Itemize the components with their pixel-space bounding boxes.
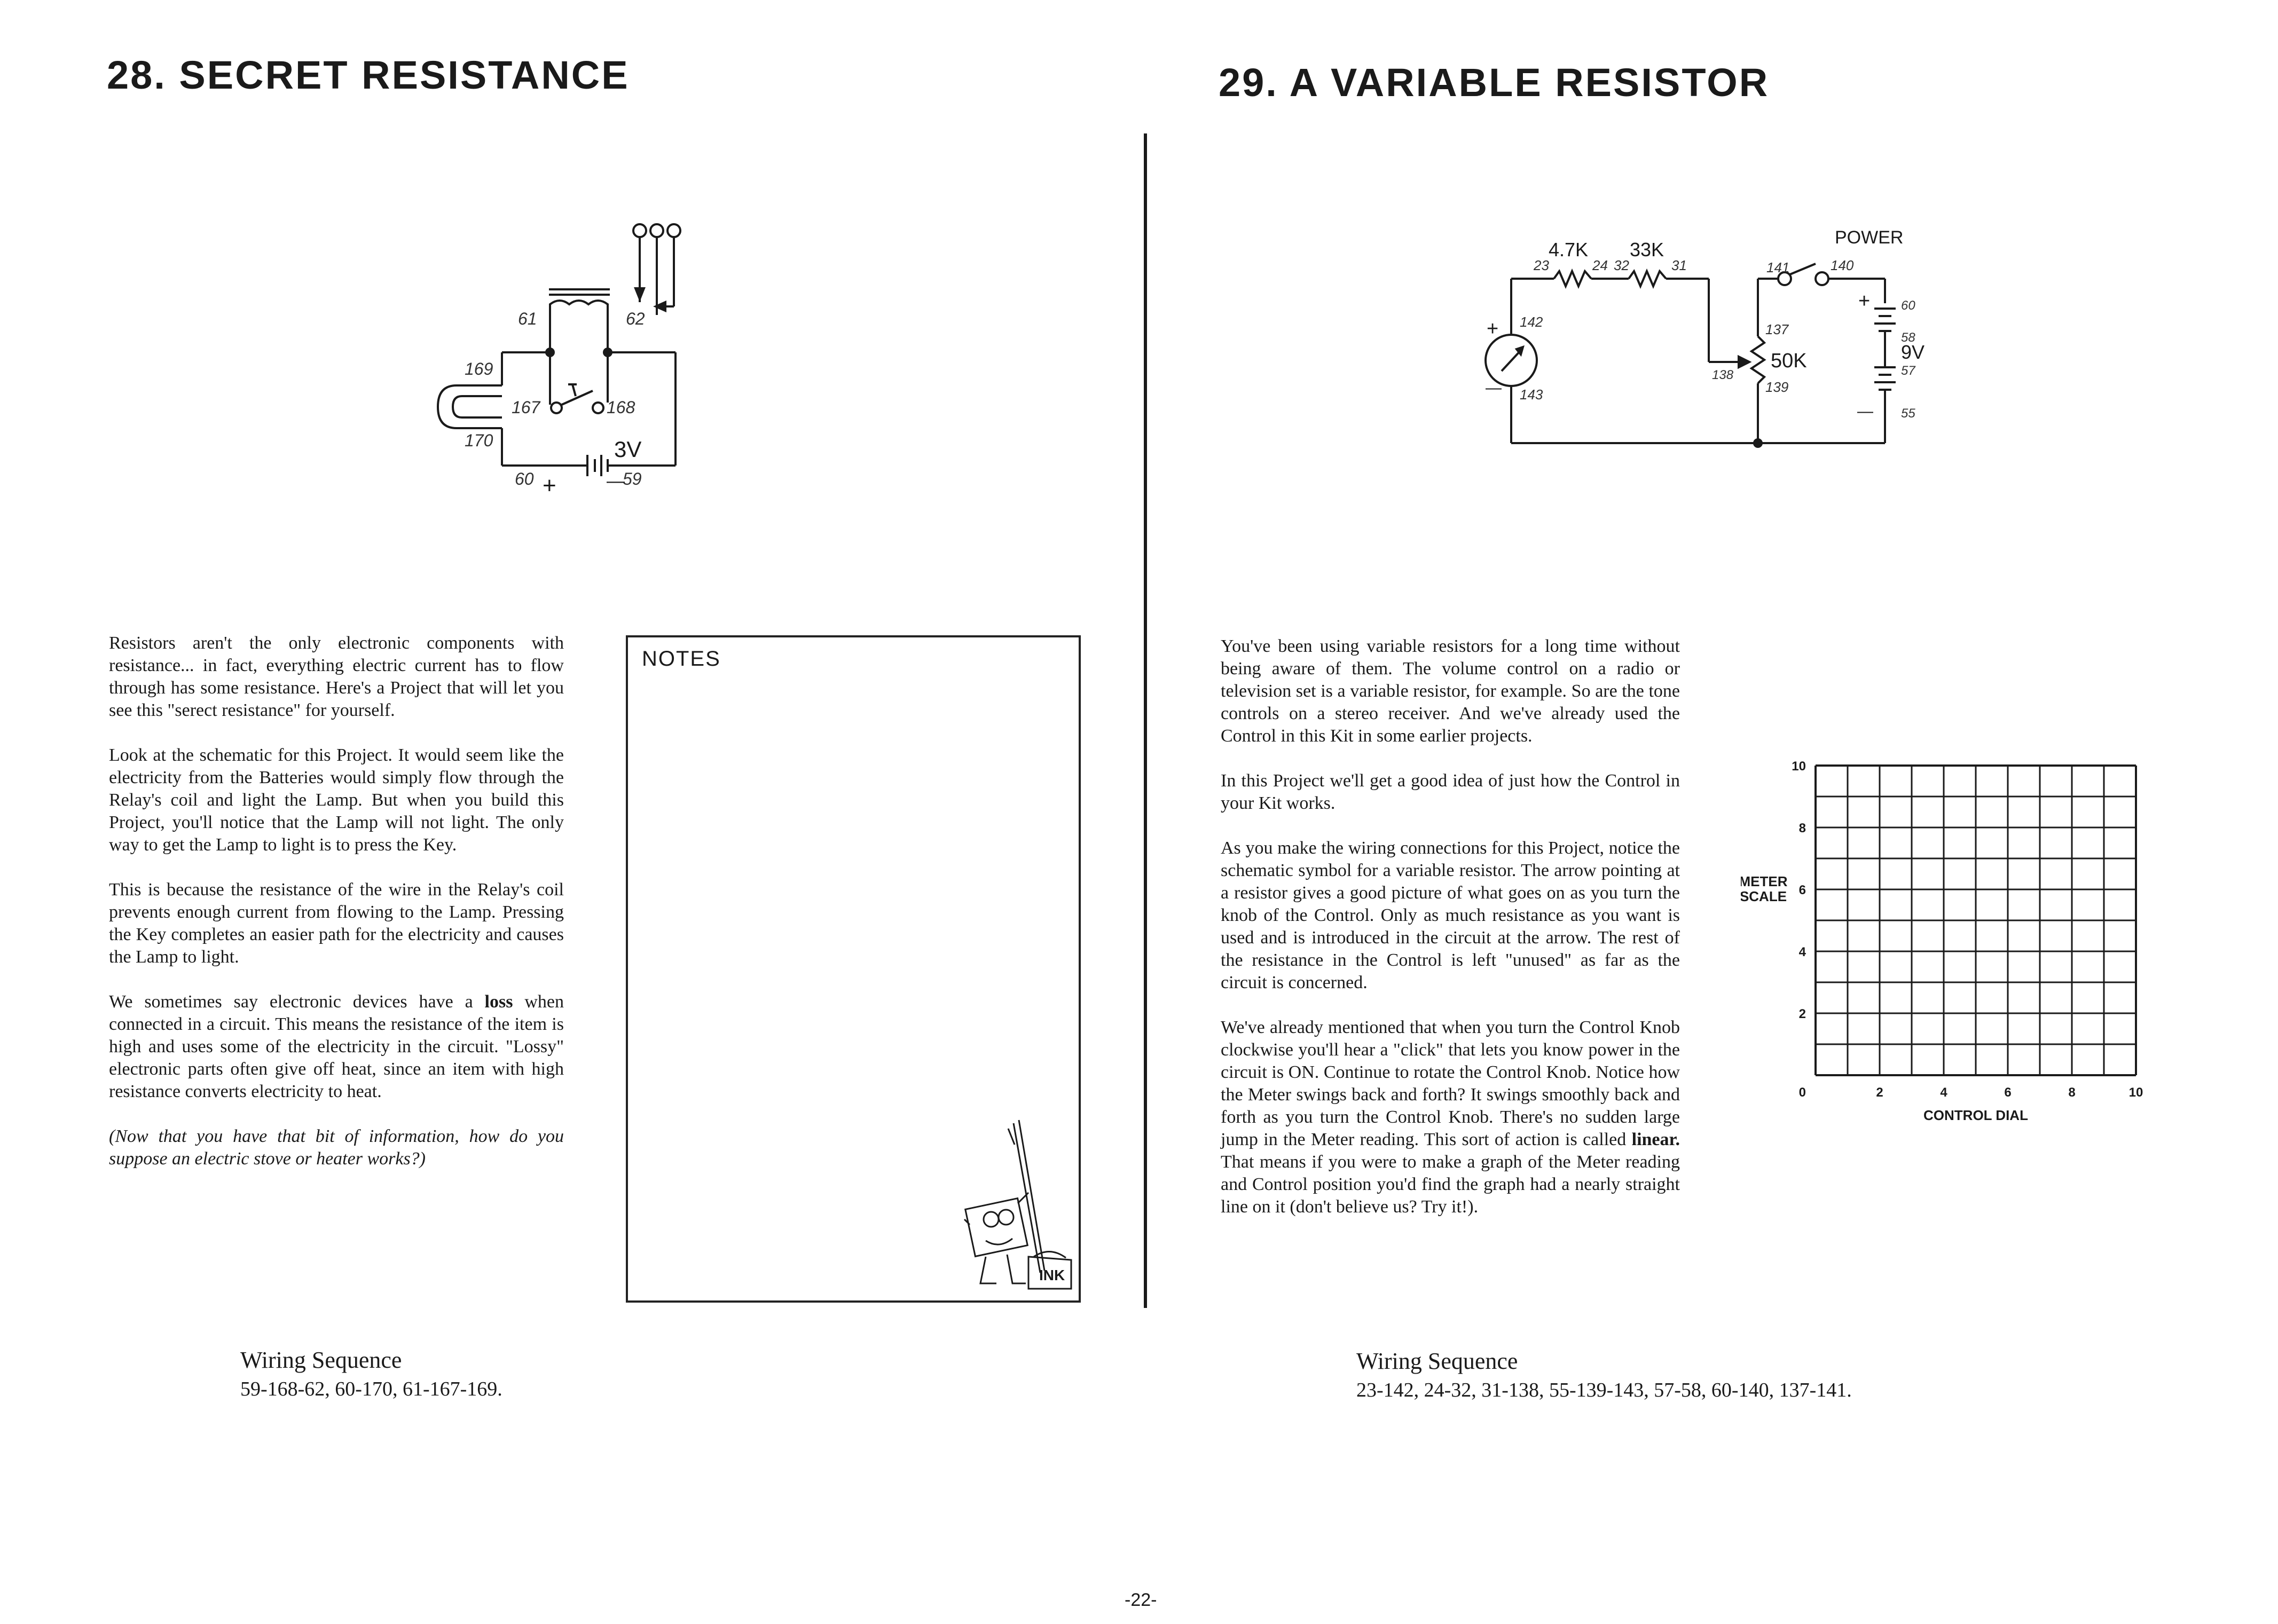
label-3v: 3V bbox=[614, 437, 641, 462]
label-23: 23 bbox=[1533, 257, 1549, 273]
pen-ink-mascot-icon: INK bbox=[963, 1120, 1072, 1290]
battery-icon bbox=[586, 455, 609, 476]
label-60: 60 bbox=[1901, 298, 1915, 313]
label-50k: 50K bbox=[1771, 350, 1807, 372]
graph-xlabel: CONTROL DIAL bbox=[1923, 1107, 2028, 1123]
right-page-title: 29. A VARIABLE RESISTOR bbox=[1219, 60, 1770, 105]
label-meter-plus: + bbox=[1487, 318, 1498, 340]
left-paragraph-4: We sometimes say electronic devices have… bbox=[109, 992, 564, 1101]
x-tick-label: 4 bbox=[1940, 1085, 1947, 1100]
key-switch-icon bbox=[549, 352, 609, 414]
label-58: 58 bbox=[1901, 330, 1915, 345]
right-schematic: 4.7K 33K 23 24 32 31 141 140 POWER + — 1… bbox=[1484, 227, 1924, 448]
right-wiring-text: 23-142, 24-32, 31-138, 55-139-143, 57-58… bbox=[1356, 1379, 1852, 1401]
page-divider bbox=[1144, 133, 1147, 1308]
label-meter-minus: — bbox=[1486, 379, 1502, 397]
relay-coil-icon bbox=[549, 288, 610, 352]
left-wiring-text: 59-168-62, 60-170, 61-167-169. bbox=[240, 1378, 502, 1400]
label-9v: 9V bbox=[1901, 341, 1924, 363]
label-plus: + bbox=[543, 472, 556, 499]
x-tick-label: 10 bbox=[2129, 1085, 2143, 1100]
left-paragraph-1: Resistors aren't the only electronic com… bbox=[109, 633, 564, 720]
left-paragraph-2: Look at the schematic for this Project. … bbox=[109, 745, 564, 855]
notes-box[interactable]: NOTES INK bbox=[626, 635, 1081, 1303]
label-55: 55 bbox=[1901, 406, 1915, 421]
x-tick-label: 8 bbox=[2068, 1085, 2075, 1100]
label-141: 141 bbox=[1766, 259, 1789, 275]
right-paragraph-3: As you make the wiring connections for t… bbox=[1221, 838, 1680, 992]
label-battery-minus: — bbox=[1857, 403, 1873, 420]
left-page-title: 28. SECRET RESISTANCE bbox=[107, 53, 630, 97]
right-paragraph-4: We've already mentioned that when you tu… bbox=[1221, 1018, 1680, 1217]
notes-label: NOTES bbox=[642, 647, 721, 671]
y-tick-label: 0 bbox=[1799, 1085, 1806, 1100]
potentiometer-icon bbox=[1749, 279, 1766, 443]
label-61: 61 bbox=[518, 309, 537, 328]
ink-label: INK bbox=[1039, 1267, 1065, 1283]
graph-ticks: 0 2 4 6 8 10 2 4 6 8 10 bbox=[1792, 759, 2143, 1100]
resistor-4-7k-icon bbox=[1553, 268, 1592, 289]
left-paragraph-3: This is because the resistance of the wi… bbox=[109, 880, 564, 967]
left-wiring-heading: Wiring Sequence bbox=[240, 1347, 402, 1373]
lamp-icon bbox=[436, 384, 502, 429]
resistor-33k-icon bbox=[1628, 268, 1667, 289]
meter-icon bbox=[1484, 334, 1538, 387]
graph-grid bbox=[1814, 764, 2137, 1076]
left-schematic: 61 62 169 170 167 168 60 59 3V + — bbox=[436, 223, 681, 499]
power-switch-icon bbox=[1758, 263, 1885, 286]
right-body: You've been using variable resistors for… bbox=[1221, 635, 1680, 1241]
label-battery-plus: + bbox=[1858, 290, 1870, 312]
graph-ylabel-line-1: METER bbox=[1741, 873, 1788, 889]
label-33k: 33K bbox=[1630, 239, 1664, 261]
label-24: 24 bbox=[1592, 257, 1608, 273]
y-tick-label: 8 bbox=[1799, 821, 1806, 835]
label-4-7k: 4.7K bbox=[1549, 239, 1588, 261]
graph-ylabel-line-2: SCALE bbox=[1741, 888, 1787, 904]
label-31: 31 bbox=[1671, 257, 1687, 273]
label-minus: — bbox=[607, 471, 625, 491]
relay-contacts-icon bbox=[632, 223, 681, 315]
label-167: 167 bbox=[512, 398, 541, 417]
page-number: -22- bbox=[1125, 1590, 1157, 1610]
meter-control-graph[interactable]: 0 2 4 6 8 10 2 4 6 8 10 METER SCALE CONTROL DIAL bbox=[1741, 753, 2168, 1137]
label-142: 142 bbox=[1520, 314, 1543, 330]
x-tick-label: 6 bbox=[2004, 1085, 2011, 1100]
right-paragraph-2: In this Project we'll get a good idea of… bbox=[1221, 771, 1680, 813]
y-tick-label: 6 bbox=[1799, 883, 1806, 897]
label-57: 57 bbox=[1901, 364, 1916, 378]
y-tick-label: 4 bbox=[1799, 945, 1806, 959]
label-170: 170 bbox=[465, 431, 493, 450]
label-169: 169 bbox=[465, 359, 493, 379]
y-tick-label: 2 bbox=[1799, 1007, 1806, 1021]
y-tick-label: 10 bbox=[1792, 759, 1806, 774]
label-140: 140 bbox=[1831, 257, 1854, 273]
battery-9v-icon bbox=[1874, 308, 1896, 391]
right-paragraph-1: You've been using variable resistors for… bbox=[1221, 636, 1680, 746]
label-137: 137 bbox=[1765, 321, 1789, 337]
x-tick-label: 2 bbox=[1876, 1085, 1883, 1100]
left-paragraph-5: (Now that you have that bit of informati… bbox=[109, 1126, 564, 1169]
label-62: 62 bbox=[626, 309, 645, 328]
label-138: 138 bbox=[1712, 368, 1734, 382]
label-60: 60 bbox=[515, 469, 534, 488]
label-59: 59 bbox=[623, 469, 642, 488]
left-body: Resistors aren't the only electronic com… bbox=[109, 632, 564, 1193]
label-168: 168 bbox=[607, 398, 635, 417]
label-32: 32 bbox=[1614, 257, 1629, 273]
label-power: POWER bbox=[1835, 227, 1903, 248]
right-wiring-heading: Wiring Sequence bbox=[1356, 1348, 1518, 1374]
label-139: 139 bbox=[1765, 379, 1788, 395]
label-143: 143 bbox=[1520, 387, 1543, 403]
